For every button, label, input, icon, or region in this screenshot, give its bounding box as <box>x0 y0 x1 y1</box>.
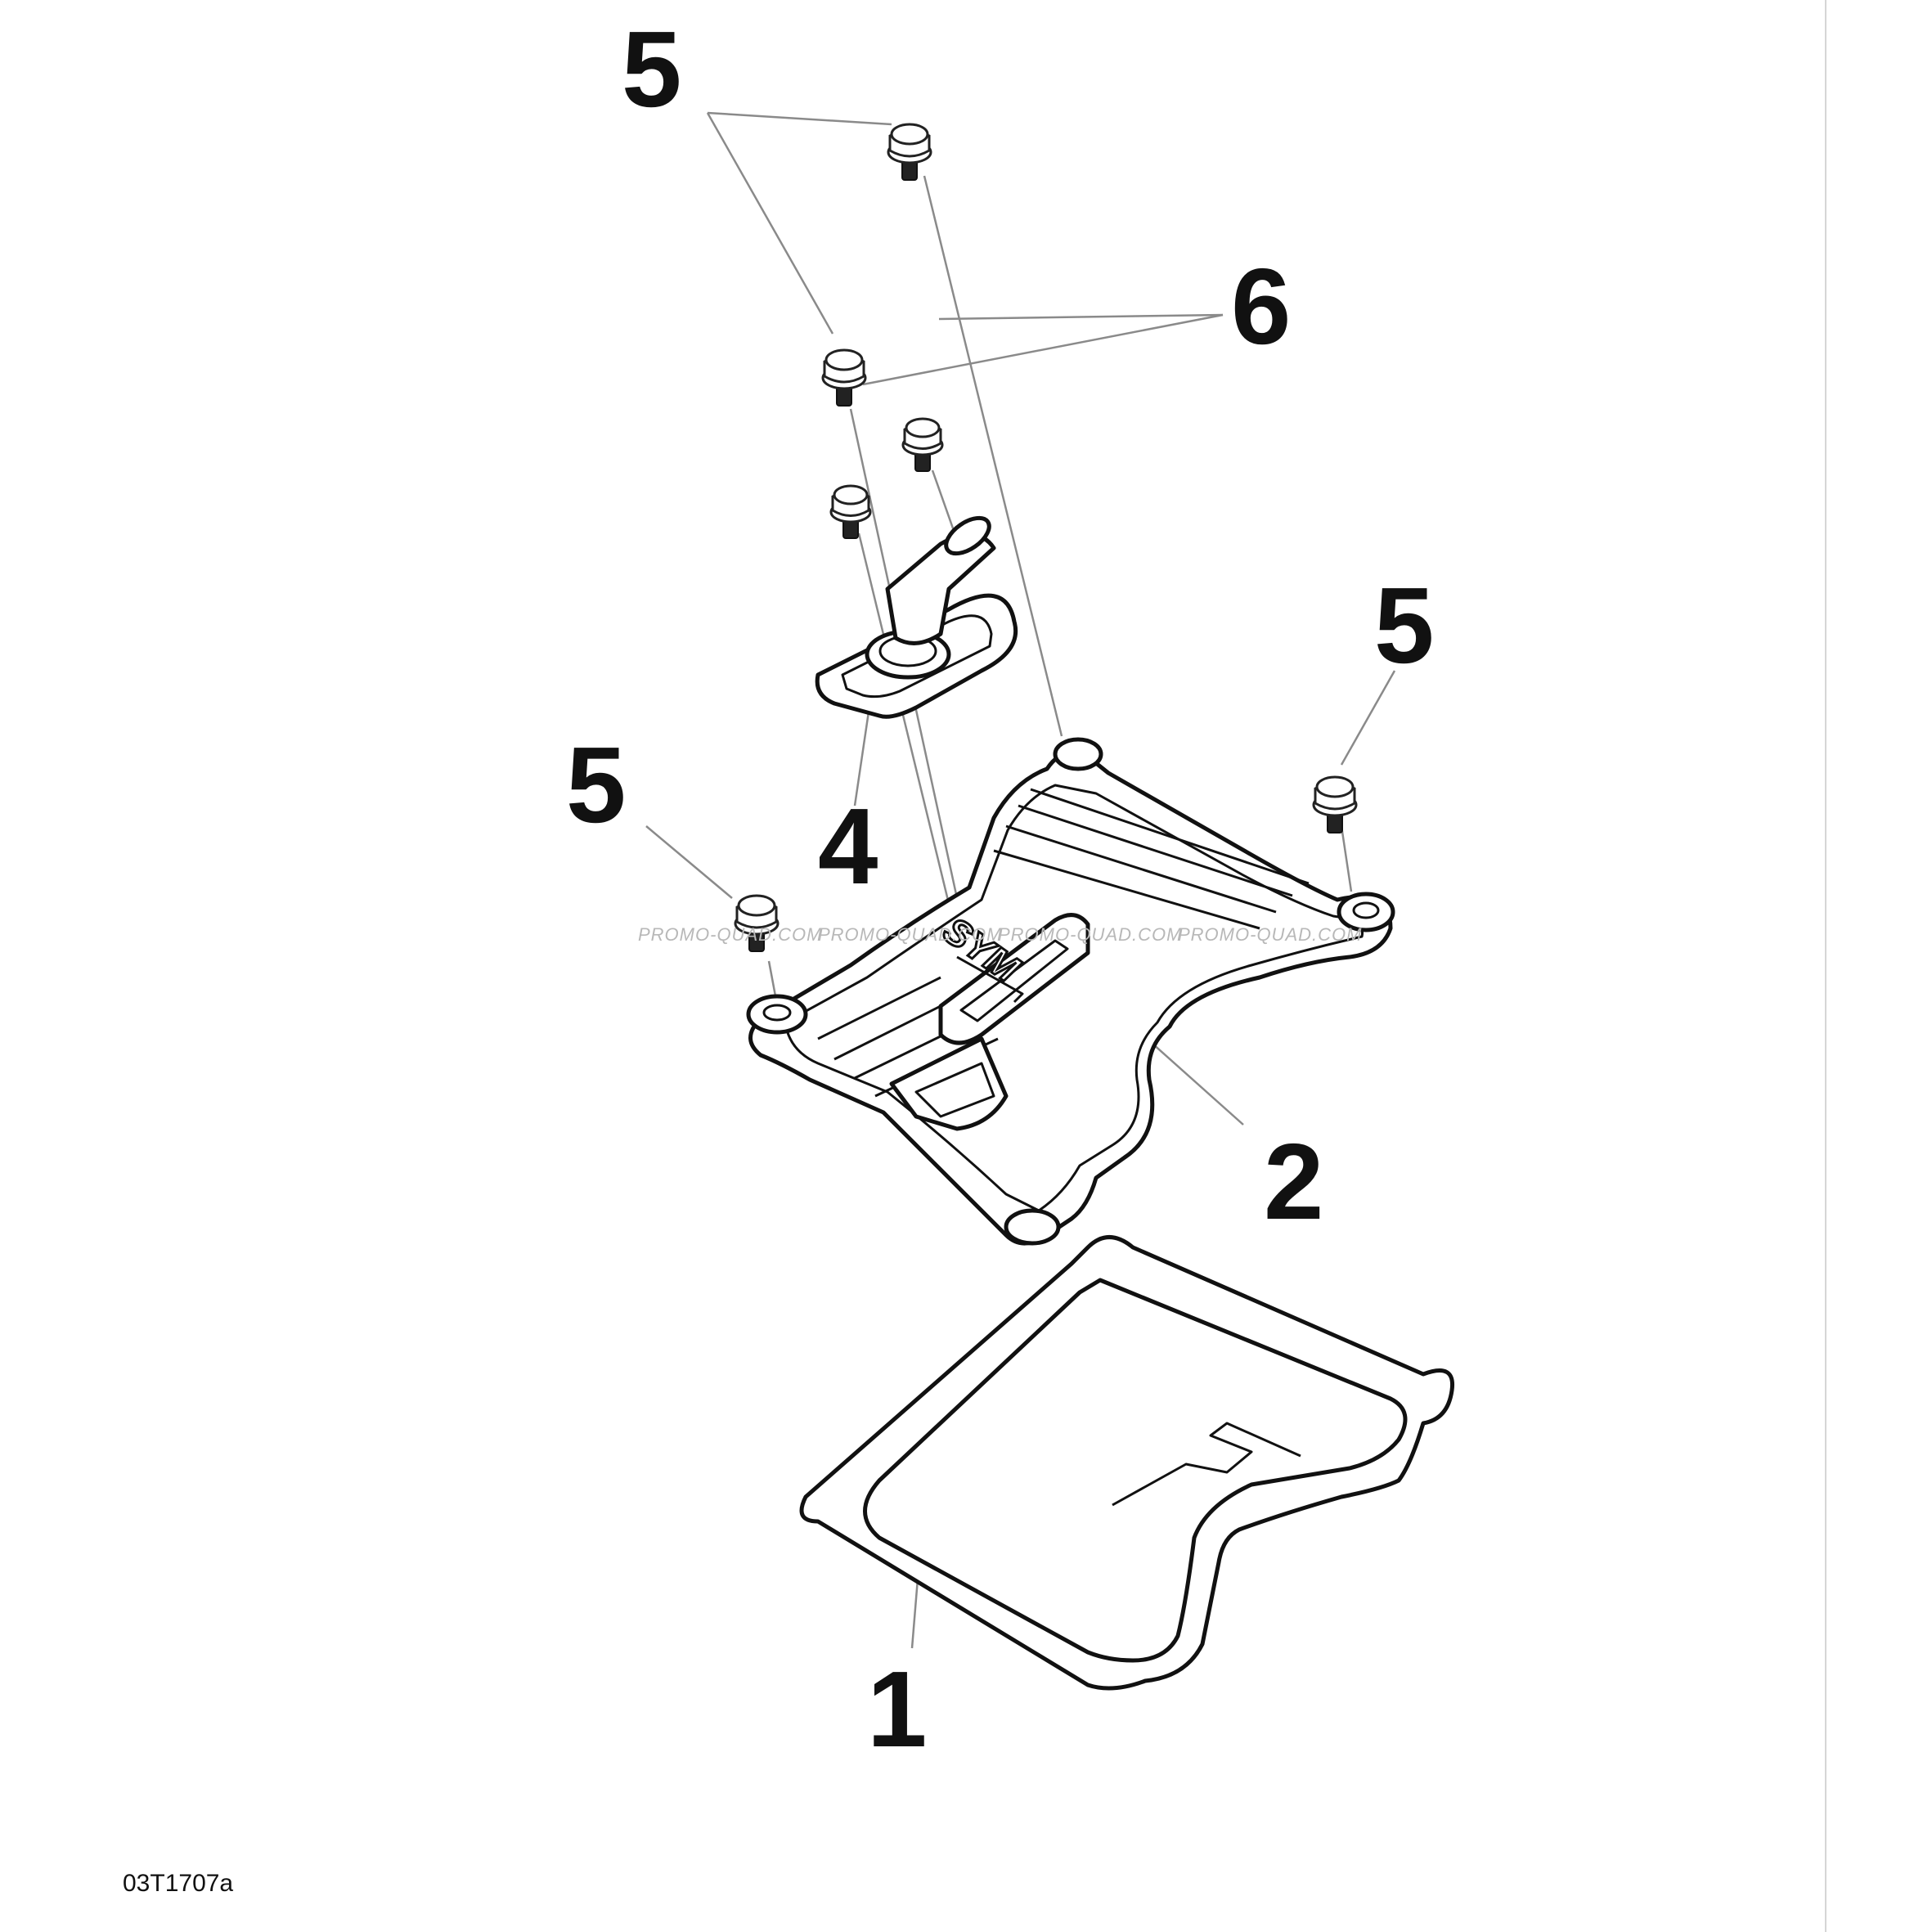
figure-code: 03T1707a <box>123 1870 233 1897</box>
bolt-5-left <box>734 894 780 952</box>
bolt-6-lower <box>829 484 872 539</box>
callout-5-top: 5 <box>622 9 681 129</box>
callout-1: 1 <box>867 1649 927 1769</box>
watermark-4: PROMO-QUAD.COM <box>1178 924 1362 945</box>
valve-cover-gasket <box>799 1235 1455 1691</box>
callout-5-left: 5 <box>566 725 626 845</box>
valve-cover: SYM <box>746 737 1395 1246</box>
breather-plate <box>815 515 1018 719</box>
bolt-5-top-left <box>821 348 867 407</box>
callout-2: 2 <box>1264 1121 1323 1242</box>
callout-5-right: 5 <box>1374 565 1434 685</box>
watermark-2: PROMO-QUAD.COM <box>818 924 1002 945</box>
callout-4: 4 <box>818 786 878 906</box>
watermark-1: PROMO-QUAD.COM <box>638 924 822 945</box>
callout-6: 6 <box>1231 246 1291 366</box>
bolt-6-upper <box>901 417 944 472</box>
bolt-5-right <box>1312 775 1358 833</box>
watermark-3: PROMO-QUAD.COM <box>998 924 1182 945</box>
bolt-5-top-right <box>887 123 932 181</box>
watermark-strip: PROMO-QUAD.COM PROMO-QUAD.COM PROMO-QUAD… <box>638 924 1362 945</box>
